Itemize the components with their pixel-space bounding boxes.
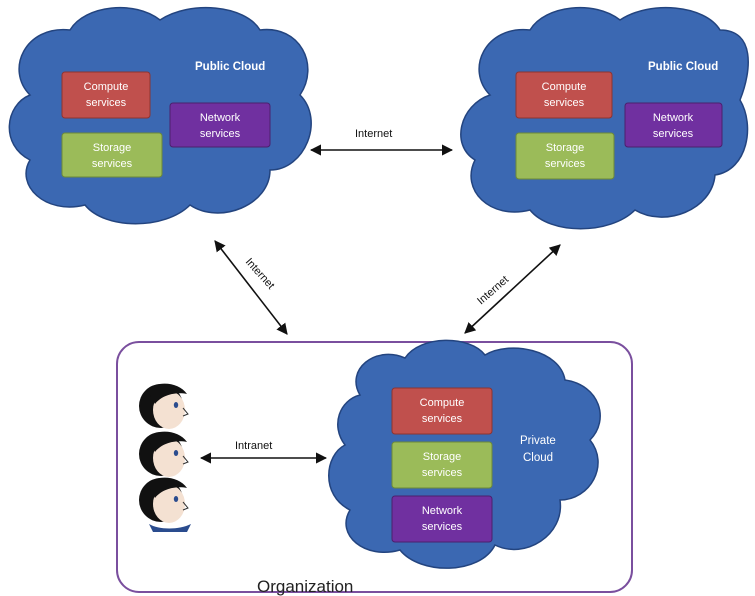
compute-label-1-private: Compute: [420, 397, 465, 409]
compute-label-2-left: services: [86, 97, 127, 109]
private-cloud: Private Cloud Compute services Storage s…: [328, 339, 601, 569]
compute-services-box-private: [391, 387, 493, 435]
internet-link-right: Internet: [464, 244, 561, 334]
internet-link-left: Internet: [214, 240, 288, 335]
person-head-icon: [139, 431, 189, 477]
storage-label-2-private: services: [422, 467, 463, 479]
intranet-label: Intranet: [235, 440, 272, 452]
double-arrow-left: [214, 240, 288, 335]
public-cloud-right: Public Cloud Compute services Network se…: [460, 7, 749, 230]
intranet-link: Intranet: [199, 440, 328, 464]
compute-label-1-left: Compute: [84, 81, 129, 93]
compute-label-1-right: Compute: [542, 81, 587, 93]
network-services-box-left: [169, 102, 271, 148]
network-label-2-private: services: [422, 521, 463, 533]
public-cloud-left: Public Cloud Compute services Network se…: [8, 7, 312, 225]
network-label-1-right: Network: [653, 112, 694, 124]
cloud-title-right: Public Cloud: [648, 61, 718, 73]
compute-services-box-right: [515, 71, 613, 119]
organization-label: Organization: [257, 577, 353, 596]
cloud-title-private-line1: Private: [520, 435, 556, 447]
storage-services-box-left: [61, 132, 163, 178]
internet-label-left: Internet: [243, 256, 277, 292]
cloud-title-left: Public Cloud: [195, 61, 265, 73]
double-arrow-right: [464, 244, 561, 334]
network-label-1-left: Network: [200, 112, 241, 124]
storage-label-2-left: services: [92, 158, 133, 170]
internet-link-top: Internet: [309, 128, 454, 156]
storage-label-1-left: Storage: [93, 142, 132, 154]
storage-services-box-private: [391, 441, 493, 489]
storage-services-box-right: [515, 132, 615, 180]
compute-label-2-private: services: [422, 413, 463, 425]
network-services-box-private: [391, 495, 493, 543]
storage-label-1-private: Storage: [423, 451, 462, 463]
internet-label-right: Internet: [475, 274, 511, 308]
compute-label-2-right: services: [544, 97, 585, 109]
internet-label-top: Internet: [355, 128, 392, 140]
storage-label-2-right: services: [545, 158, 586, 170]
network-label-2-left: services: [200, 128, 241, 140]
network-label-2-right: services: [653, 128, 694, 140]
users-group: [139, 383, 191, 532]
person-head-icon: [139, 383, 189, 429]
cloud-title-private-line2: Cloud: [523, 452, 553, 464]
person-head-icon: [139, 477, 191, 532]
storage-label-1-right: Storage: [546, 142, 585, 154]
network-services-box-right: [624, 102, 723, 148]
compute-services-box-left: [61, 71, 151, 119]
network-label-1-private: Network: [422, 505, 463, 517]
